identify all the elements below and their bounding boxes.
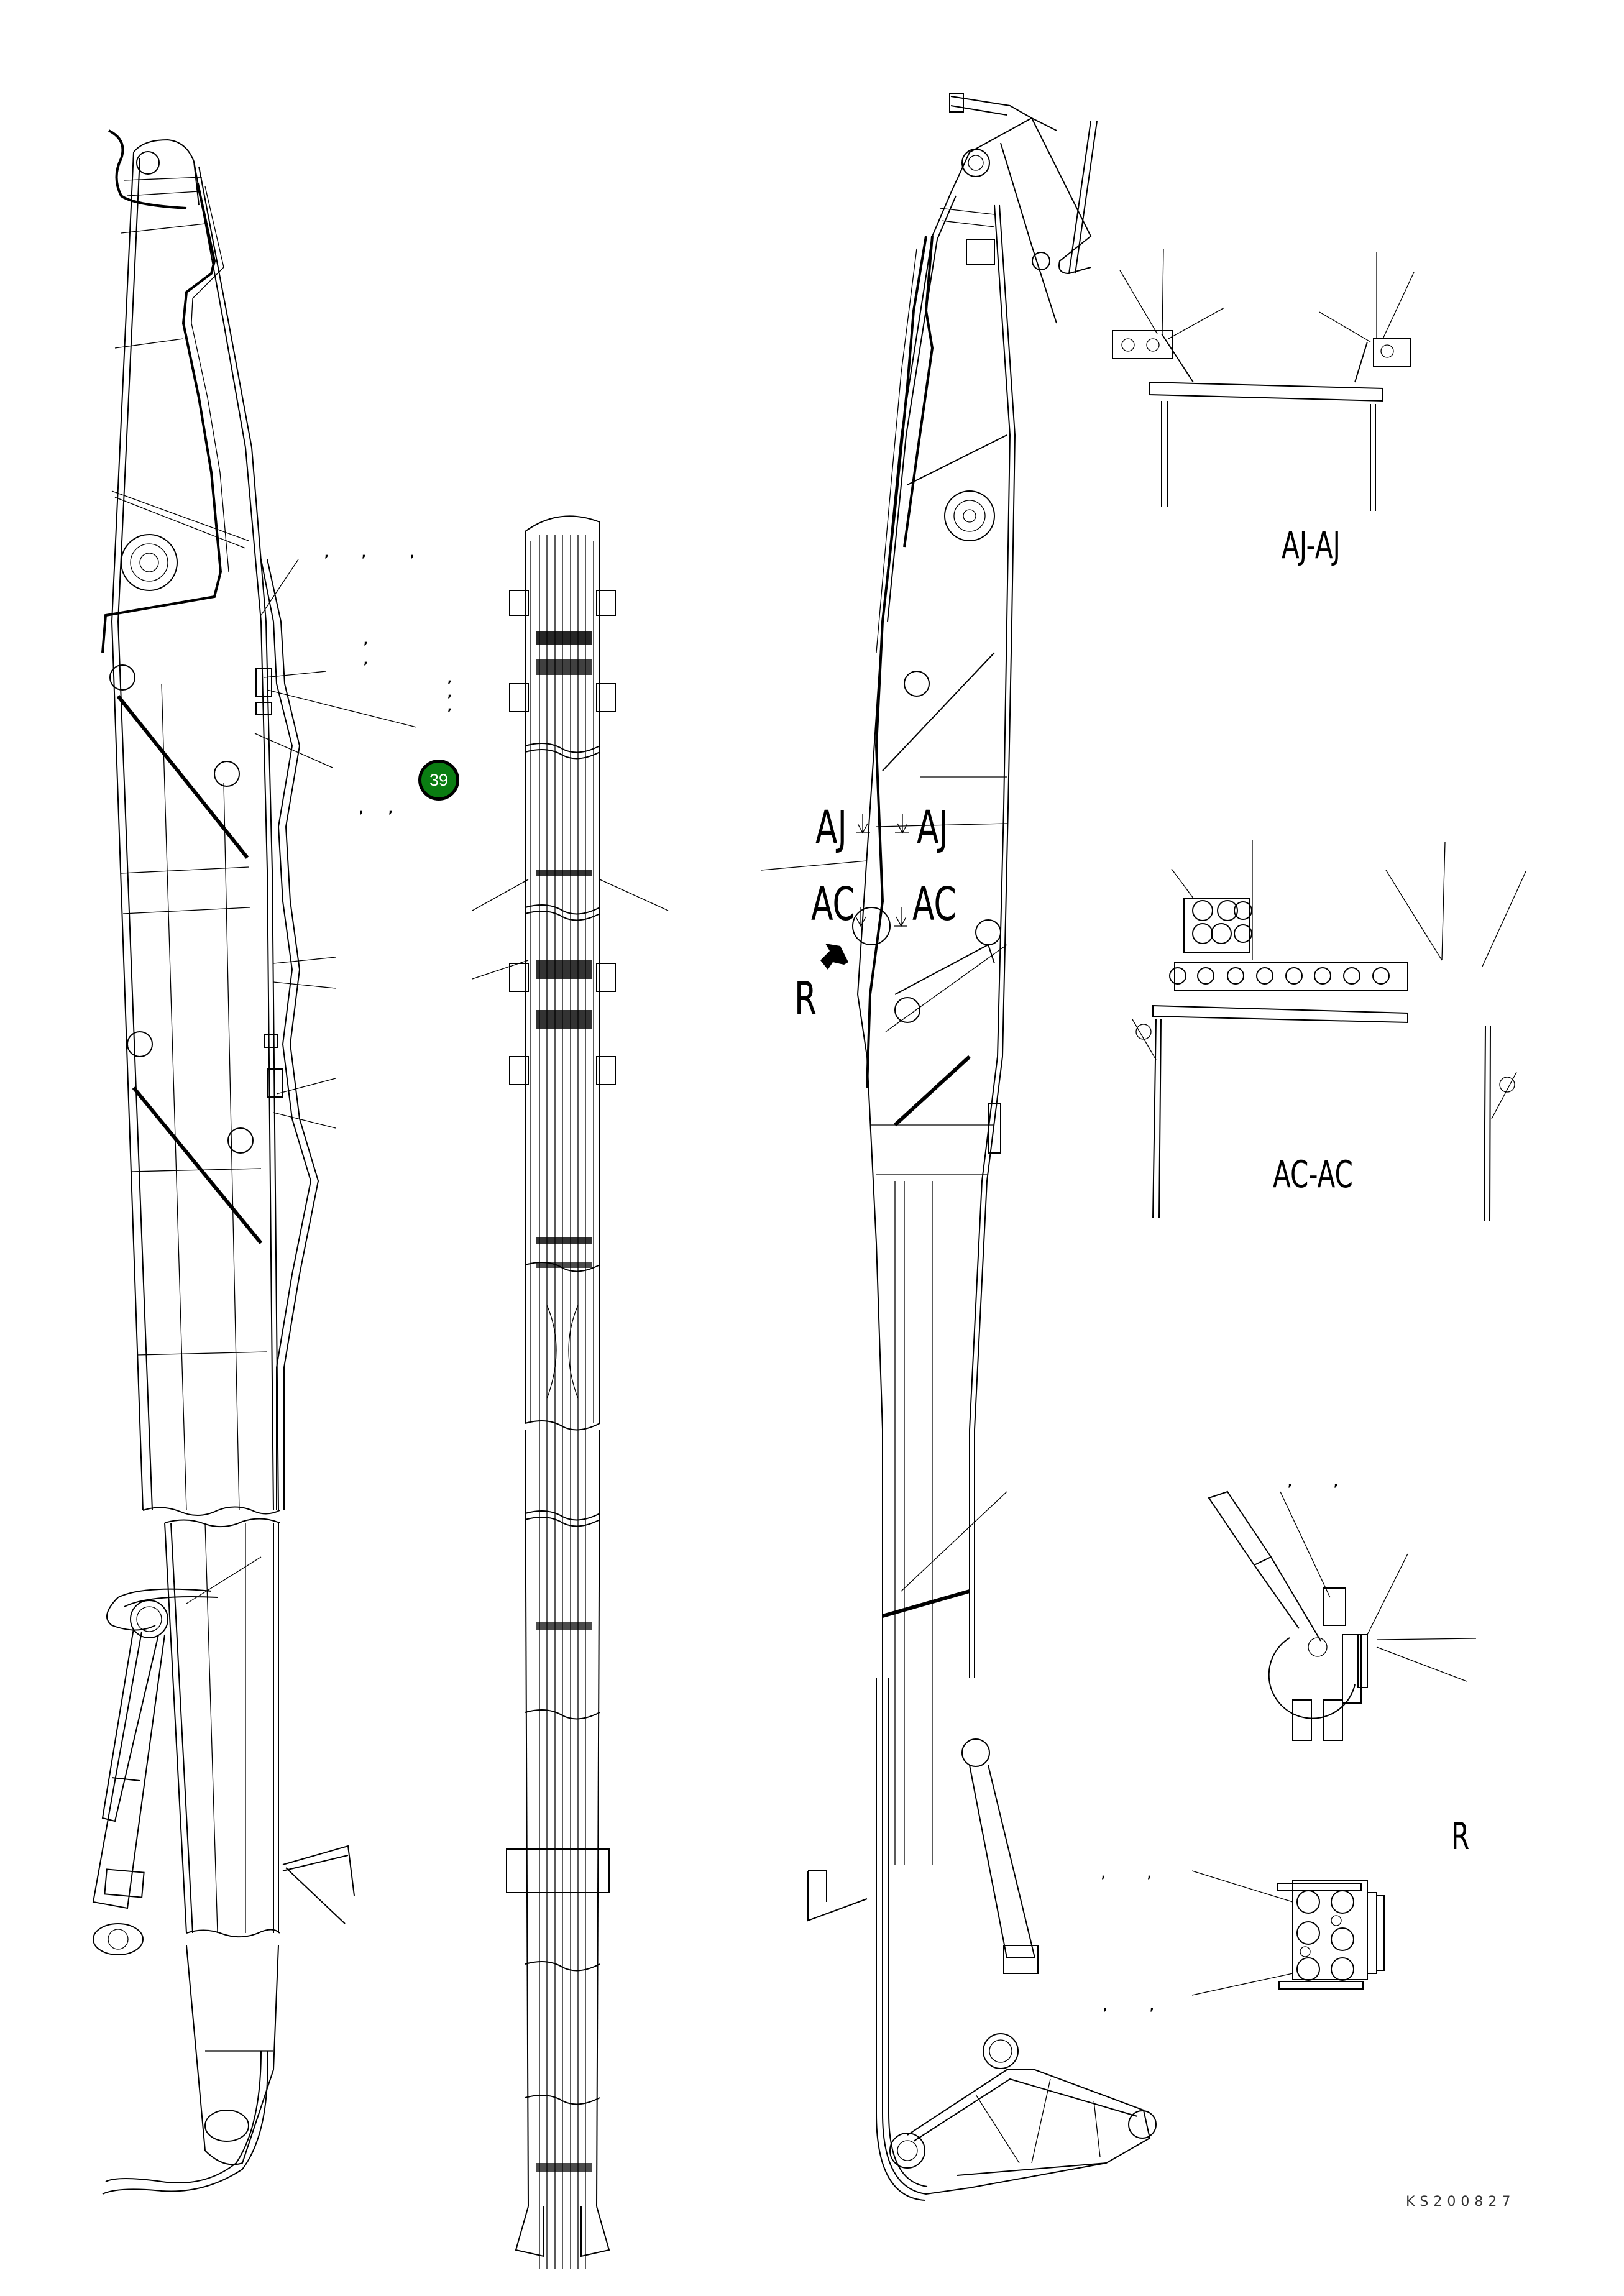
ref-mark: , xyxy=(1150,2000,1154,2013)
ref-mark: , xyxy=(447,687,452,700)
view-marker-r: R xyxy=(794,972,817,1026)
part-callout-39[interactable]: 39 xyxy=(418,760,459,801)
view-r-drawing xyxy=(1208,1490,1477,1741)
ref-mark: , xyxy=(388,803,393,816)
section-marker-aj-right: AJ xyxy=(917,801,948,855)
section-ac-ac-drawing xyxy=(1132,840,1526,1222)
right-boom-side-view xyxy=(761,93,1157,2201)
ref-mark: , xyxy=(447,700,452,714)
ref-mark: , xyxy=(1288,1476,1292,1489)
section-title-aj-aj: AJ-AJ xyxy=(1282,524,1341,567)
ref-mark: , xyxy=(1147,1868,1152,1881)
left-boom-side-view xyxy=(92,129,417,2195)
connector-block-detail xyxy=(1191,1870,1385,1996)
ref-mark: , xyxy=(410,547,415,560)
ref-mark: , xyxy=(362,547,366,560)
document-id: KS200827 xyxy=(1406,2194,1516,2210)
ref-mark: , xyxy=(359,803,364,816)
view-r-arrow-icon xyxy=(820,944,848,970)
center-boom-top-view xyxy=(472,515,669,2269)
view-title-r: R xyxy=(1451,1815,1470,1858)
detail-circle-marker xyxy=(852,907,891,945)
section-title-ac-ac: AC-AC xyxy=(1273,1153,1353,1196)
ref-mark: , xyxy=(447,673,452,686)
ref-mark: , xyxy=(1101,1868,1106,1881)
section-aj-aj-drawing xyxy=(1112,248,1415,511)
ref-mark: , xyxy=(324,547,329,560)
ref-mark: , xyxy=(364,634,368,647)
ref-mark: , xyxy=(364,654,368,667)
section-cut-arrows xyxy=(855,814,909,927)
ref-mark: , xyxy=(1334,1476,1338,1489)
callout-number: 39 xyxy=(429,770,449,789)
ref-mark: , xyxy=(1103,2000,1108,2013)
section-marker-ac-right: AC xyxy=(912,878,957,931)
section-marker-aj-left: AJ xyxy=(815,801,847,855)
section-marker-ac-left: AC xyxy=(811,878,855,931)
